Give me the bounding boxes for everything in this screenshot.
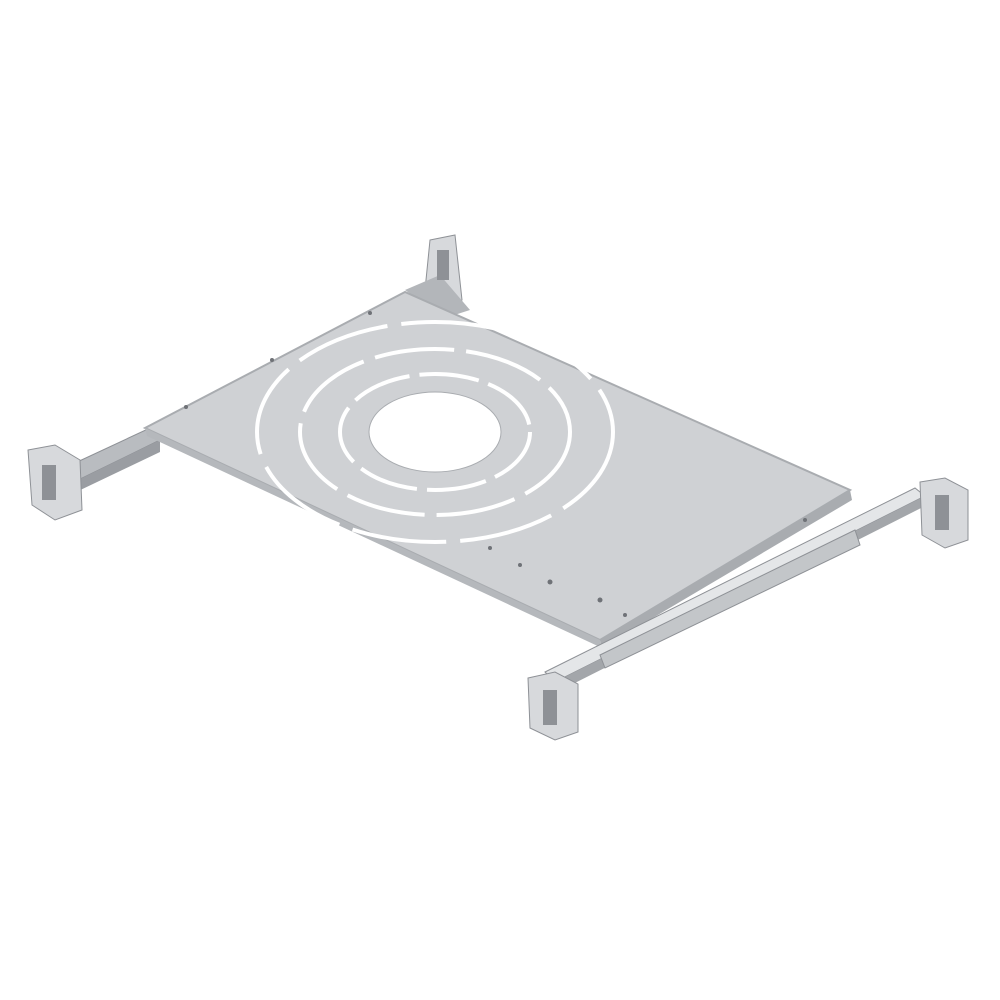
right-bracket — [919, 477, 969, 549]
center-hole — [368, 391, 502, 473]
ring-outer — [255, 320, 615, 544]
back-bracket — [405, 234, 470, 318]
left-bracket — [27, 444, 83, 521]
right-rail — [544, 487, 926, 692]
front-bracket — [527, 671, 579, 741]
plate — [142, 290, 853, 648]
ring-middle — [298, 347, 572, 517]
ring-inner — [338, 372, 532, 492]
